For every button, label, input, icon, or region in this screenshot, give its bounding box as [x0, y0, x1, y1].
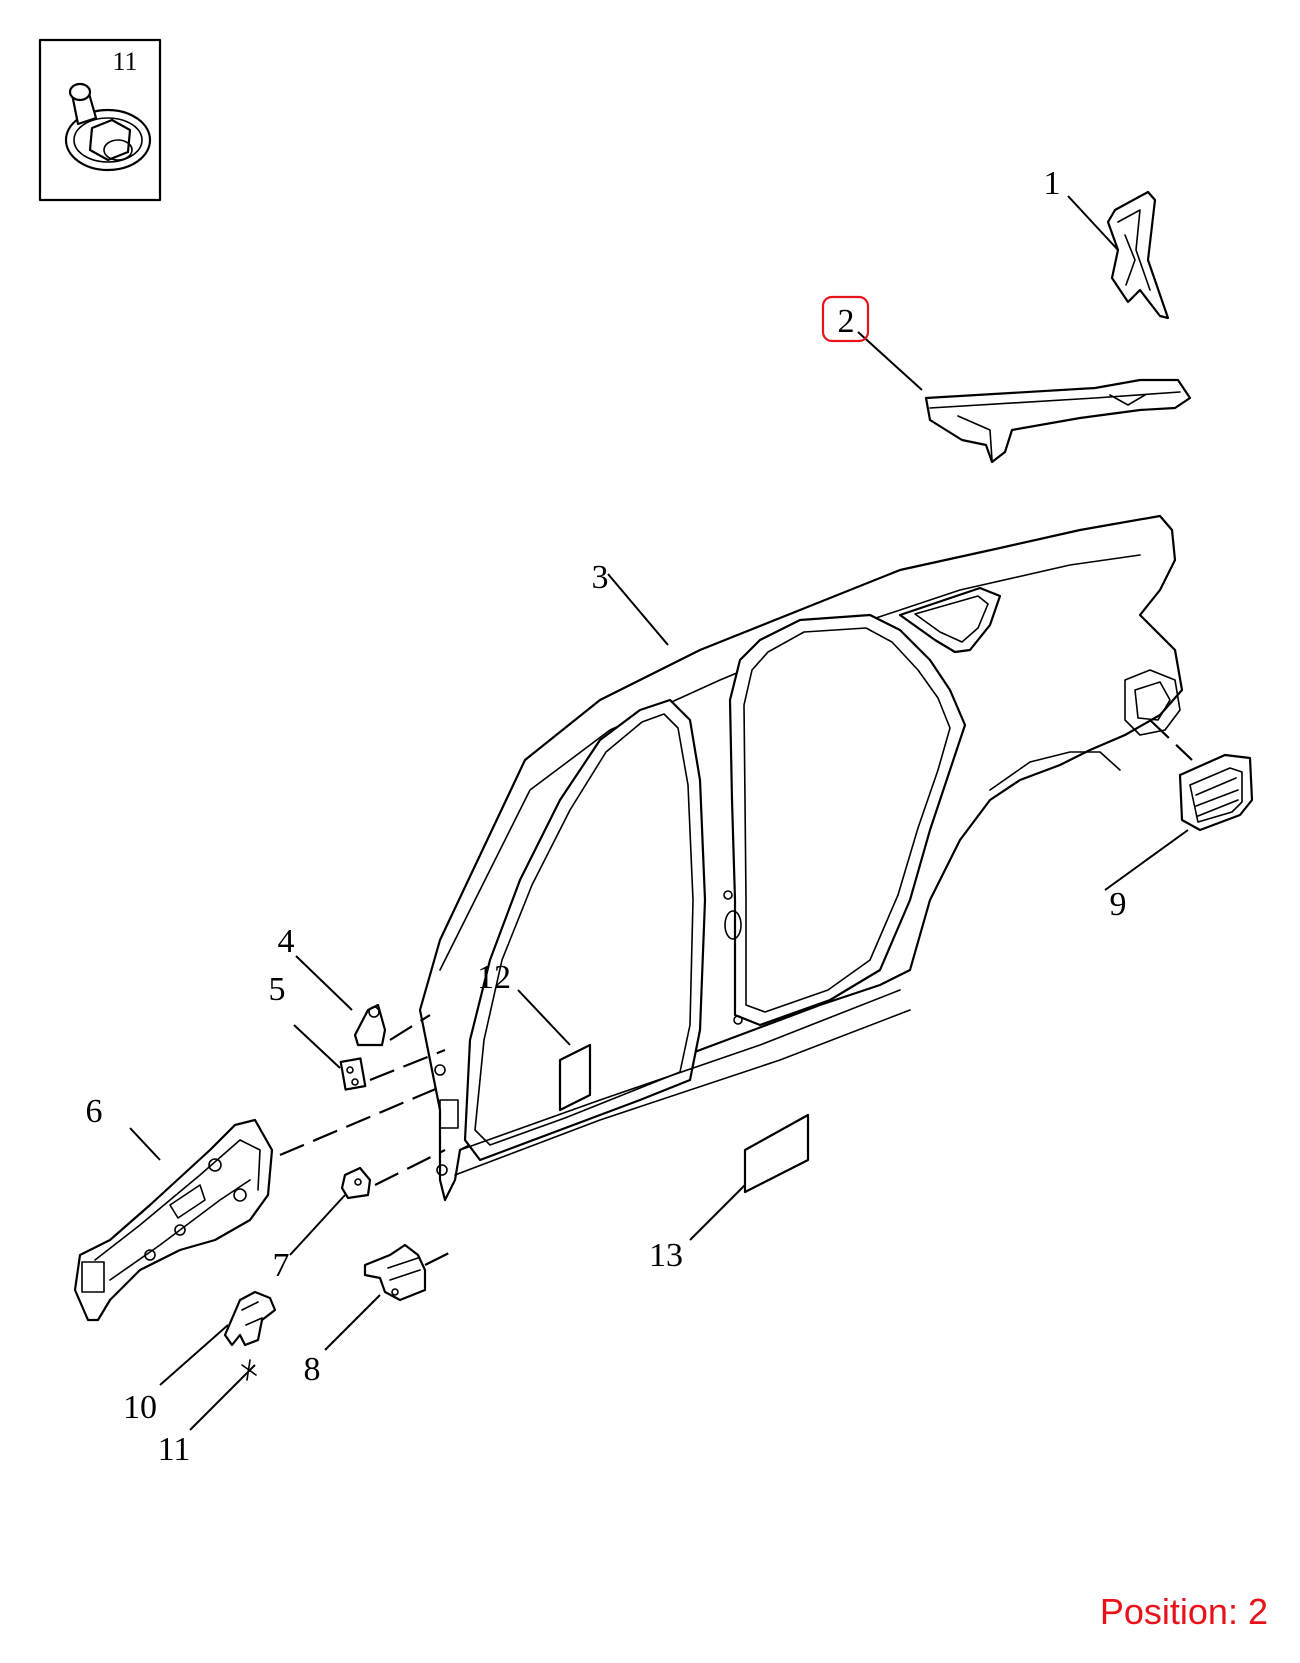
- part-12-label[interactable]: [558, 1043, 592, 1112]
- part-13-label[interactable]: [743, 1113, 810, 1194]
- callout-10[interactable]: 10: [123, 1389, 157, 1426]
- callout-7[interactable]: 7: [273, 1247, 290, 1284]
- part-8-hinge[interactable]: [363, 1243, 427, 1302]
- callout-9[interactable]: 9: [1110, 886, 1127, 923]
- position-value: 2: [1247, 1591, 1268, 1632]
- callout-4[interactable]: 4: [278, 923, 295, 960]
- callout-6[interactable]: 6: [86, 1093, 103, 1130]
- part-6-front-rail[interactable]: [73, 1118, 274, 1322]
- part-9-fuel-door[interactable]: [1178, 753, 1254, 832]
- inset-callout-11[interactable]: 11: [112, 47, 137, 76]
- callout-8[interactable]: 8: [304, 1351, 321, 1388]
- callouts: 1 2 3 4 5 6 7 8 9 10 11 12 13: [86, 165, 1127, 1468]
- part-7-plate[interactable]: [340, 1166, 372, 1200]
- callout-12[interactable]: 12: [477, 959, 511, 996]
- callout-13[interactable]: 13: [649, 1237, 683, 1274]
- position-indicator: Position: 2: [1100, 1591, 1268, 1633]
- part-5-plate[interactable]: [339, 1057, 367, 1091]
- callout-2-highlight: [821, 295, 870, 343]
- callout-2[interactable]: 2: [838, 303, 855, 340]
- callout-5[interactable]: 5: [269, 971, 286, 1008]
- callout-11[interactable]: 11: [158, 1431, 191, 1468]
- callout-3[interactable]: 3: [592, 559, 609, 596]
- inset-bolt-box: 11: [38, 38, 162, 202]
- callout-1[interactable]: 1: [1044, 165, 1061, 202]
- position-prefix: Position:: [1099, 1591, 1238, 1632]
- part-3-body-side[interactable]: [418, 514, 1184, 1202]
- bolt-icon: [64, 82, 152, 172]
- assembly-lines: [279, 719, 1193, 1266]
- part-1-bracket[interactable]: [1106, 190, 1170, 320]
- part-2-roof-rail[interactable]: [924, 378, 1192, 464]
- inset-frame: [38, 38, 162, 202]
- part-10-bracket[interactable]: [223, 1290, 277, 1347]
- leader-lines: [129, 195, 1189, 1431]
- part-4-bracket[interactable]: [353, 1003, 387, 1047]
